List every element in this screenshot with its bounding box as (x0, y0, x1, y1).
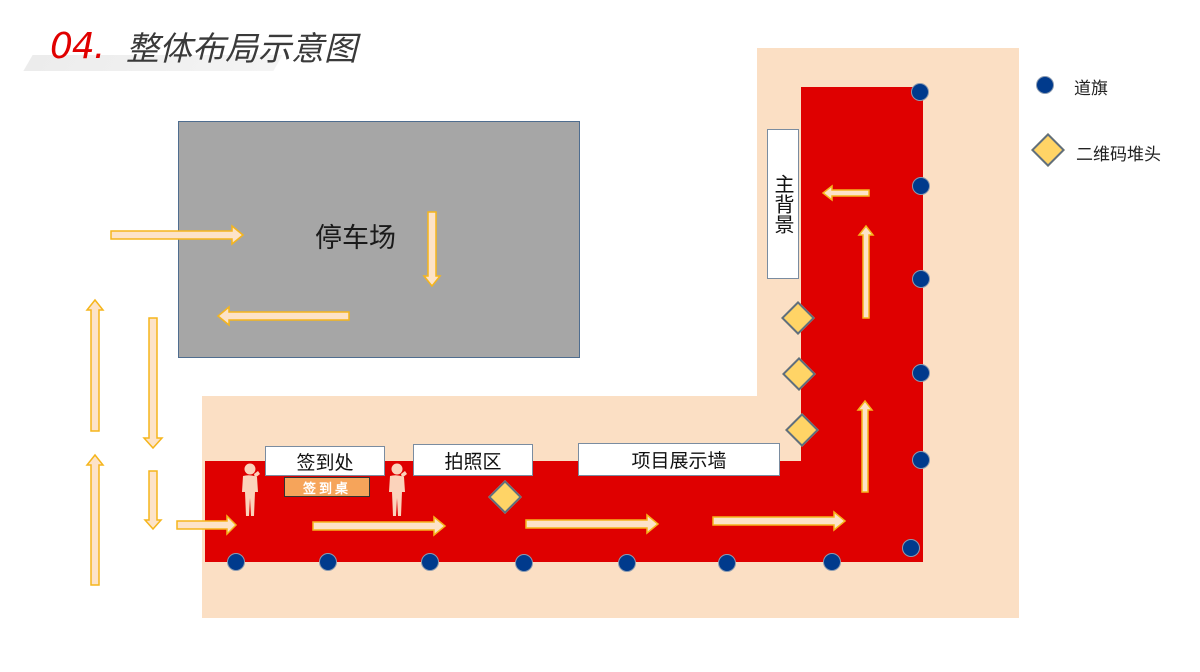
flag-icon (912, 364, 930, 382)
legend-flag-label: 道旗 (1074, 79, 1108, 99)
arrow-up-icon (85, 298, 105, 432)
main-backdrop-label-text: 主背景 (771, 174, 795, 234)
photo-area-label-text: 拍照区 (444, 450, 502, 473)
arrow-right-icon (176, 514, 238, 536)
project-wall-label: 项目展示墙 (578, 443, 780, 476)
arrow-down-icon (143, 470, 163, 531)
parking-label: 停车场 (315, 223, 396, 254)
arrow-right-icon (525, 513, 660, 535)
flag-icon (319, 553, 337, 571)
arrow-up-icon (857, 224, 875, 319)
flag-icon (902, 539, 920, 557)
legend-flag-icon (1036, 76, 1054, 94)
flag-icon (618, 554, 636, 572)
flag-icon (421, 553, 439, 571)
legend: 道旗 二维码堆头 (1030, 70, 1200, 180)
staff-figure-icon (389, 463, 407, 516)
arrow-right-icon (712, 510, 847, 532)
flag-icon (515, 554, 533, 572)
arrow-up-icon (85, 453, 105, 586)
legend-qr-icon (1031, 133, 1065, 167)
arrow-down-icon (422, 211, 442, 288)
page-title: 整体布局示意图 (126, 29, 357, 68)
staff-figure-icon (242, 463, 260, 516)
main-backdrop-label: 主背景 (767, 129, 799, 279)
legend-qr-label: 二维码堆头 (1076, 145, 1161, 165)
flag-icon (823, 553, 841, 571)
section-number: 04. (50, 26, 105, 67)
flag-icon (912, 177, 930, 195)
arrow-left-icon (216, 305, 350, 327)
checkin-desk: 签到桌 (284, 477, 370, 497)
flag-icon (912, 451, 930, 469)
project-wall-label-text: 项目展示墙 (631, 450, 727, 472)
arrow-up-icon (856, 399, 874, 493)
flag-icon (227, 553, 245, 571)
flag-icon (718, 554, 736, 572)
arrow-left-icon (821, 184, 870, 202)
photo-area-label: 拍照区 (413, 444, 533, 476)
checkin-label: 签到处 (265, 446, 385, 476)
arrow-right-icon (110, 224, 245, 246)
arrow-right-icon (312, 515, 447, 537)
flag-icon (911, 83, 929, 101)
checkin-label-text: 签到处 (296, 451, 354, 474)
arrow-down-icon (142, 317, 164, 450)
flag-icon (912, 270, 930, 288)
